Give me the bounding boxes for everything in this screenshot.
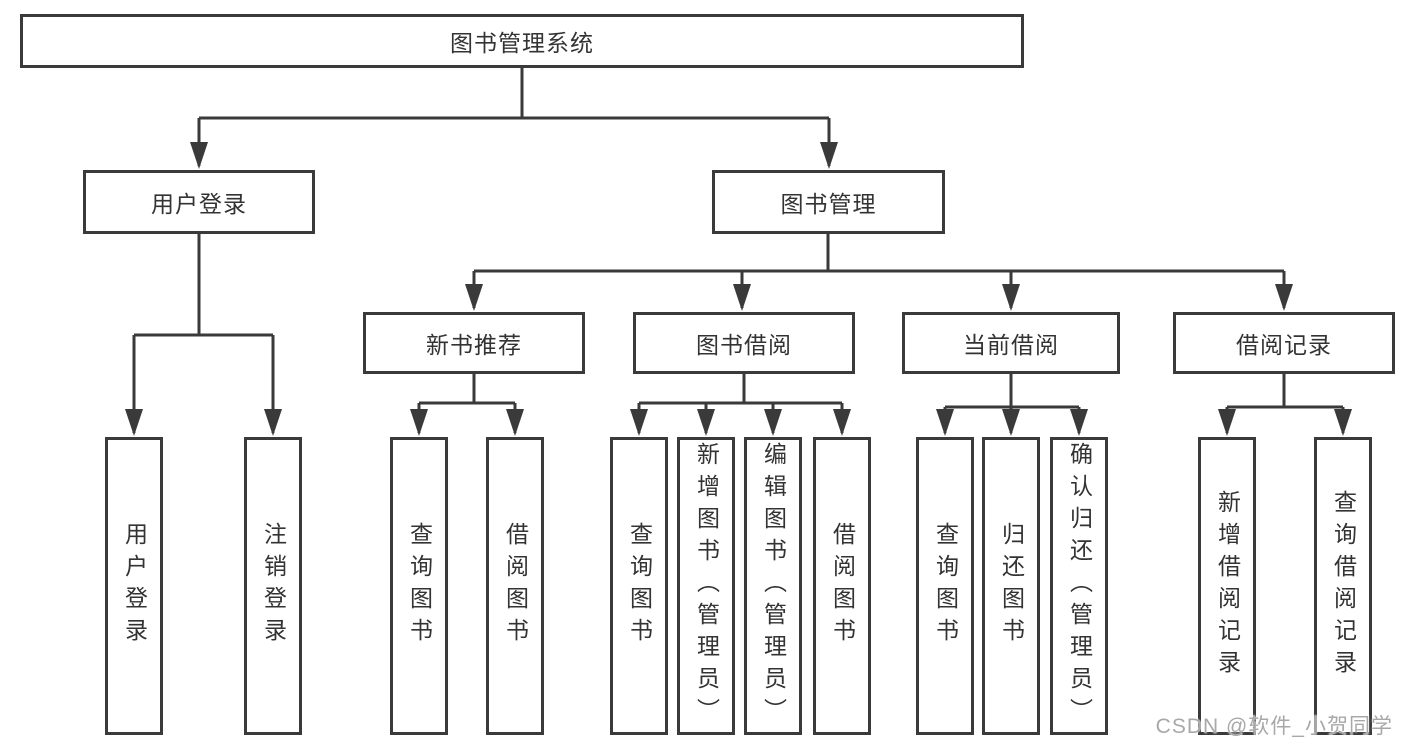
arrowhead <box>190 142 208 169</box>
node-recommend-query-books-label: 查询图书 <box>406 522 433 650</box>
connector-book-management-children <box>472 234 1286 308</box>
arrowhead <box>410 409 428 436</box>
connector-borrow-records-children <box>1225 374 1345 433</box>
arrowhead <box>264 409 282 436</box>
arrowhead <box>506 409 524 436</box>
node-book-borrow-label: 图书借阅 <box>696 332 792 358</box>
node-records-query-record-label: 查询借阅记录 <box>1330 490 1357 682</box>
node-borrow-add-book-admin-label: 新增图书（管理员） <box>693 442 720 730</box>
node-current-query-books-label: 查询图书 <box>932 522 959 650</box>
node-user-login-action-label: 用户登录 <box>121 522 148 650</box>
node-current-confirm-return-admin: 确认归还（管理员） <box>1050 437 1108 735</box>
arrowhead <box>936 409 954 436</box>
arrowhead <box>125 409 143 436</box>
node-system-root-label: 图书管理系统 <box>450 30 594 56</box>
arrowhead <box>733 284 751 311</box>
node-borrow-add-book-admin: 新增图书（管理员） <box>677 437 735 735</box>
node-book-management-label: 图书管理 <box>780 191 877 217</box>
connector-new-book-recommend-children <box>417 374 517 433</box>
arrowhead <box>1002 409 1020 436</box>
node-borrow-edit-book-admin: 编辑图书（管理员） <box>744 437 802 735</box>
arrowhead <box>820 142 838 169</box>
node-recommend-borrow-books: 借阅图书 <box>486 437 544 735</box>
node-recommend-borrow-books-label: 借阅图书 <box>502 522 529 650</box>
node-current-return-books: 归还图书 <box>982 437 1040 735</box>
node-book-borrow: 图书借阅 <box>633 312 855 374</box>
arrowhead <box>697 409 715 436</box>
node-user-login-label: 用户登录 <box>151 191 247 217</box>
arrowhead <box>1002 284 1020 311</box>
connector-user-login-children <box>132 233 275 433</box>
node-user-login-action: 用户登录 <box>105 437 163 735</box>
node-borrow-records: 借阅记录 <box>1173 312 1395 374</box>
node-current-borrow: 当前借阅 <box>902 312 1120 374</box>
connector-book-borrow-children <box>637 374 844 433</box>
node-borrow-edit-book-admin-label: 编辑图书（管理员） <box>760 442 787 730</box>
node-records-add-record: 新增借阅记录 <box>1198 437 1256 735</box>
node-system-root: 图书管理系统 <box>20 14 1024 68</box>
arrowhead <box>1275 284 1293 311</box>
arrowhead <box>833 409 851 436</box>
node-current-return-books-label: 归还图书 <box>998 522 1025 650</box>
arrowhead <box>1334 409 1352 436</box>
node-user-login: 用户登录 <box>83 170 315 234</box>
node-borrow-query-books: 查询图书 <box>610 437 668 735</box>
node-current-query-books: 查询图书 <box>916 437 974 735</box>
node-new-book-recommend: 新书推荐 <box>363 312 585 374</box>
connector-root-to-level2 <box>197 68 831 166</box>
arrowhead <box>630 409 648 436</box>
arrowhead <box>1070 409 1088 436</box>
csdn-watermark: CSDN @软件_小贺同学 <box>1155 715 1393 738</box>
node-records-add-record-label: 新增借阅记录 <box>1214 490 1241 682</box>
node-book-management: 图书管理 <box>712 170 945 234</box>
node-recommend-query-books: 查询图书 <box>390 437 448 735</box>
node-borrow-borrow-books: 借阅图书 <box>813 437 871 735</box>
node-logout-action: 注销登录 <box>244 437 302 735</box>
node-borrow-records-label: 借阅记录 <box>1236 332 1332 358</box>
arrowhead <box>465 284 483 311</box>
node-records-query-record: 查询借阅记录 <box>1314 437 1372 735</box>
arrowhead <box>1218 409 1236 436</box>
node-borrow-borrow-books-label: 借阅图书 <box>829 522 856 650</box>
node-logout-action-label: 注销登录 <box>260 522 287 650</box>
node-current-borrow-label: 当前借阅 <box>963 332 1059 358</box>
node-new-book-recommend-label: 新书推荐 <box>426 332 522 358</box>
arrowhead <box>764 409 782 436</box>
node-current-confirm-return-admin-label: 确认归还（管理员） <box>1066 442 1093 730</box>
node-borrow-query-books-label: 查询图书 <box>626 522 653 650</box>
